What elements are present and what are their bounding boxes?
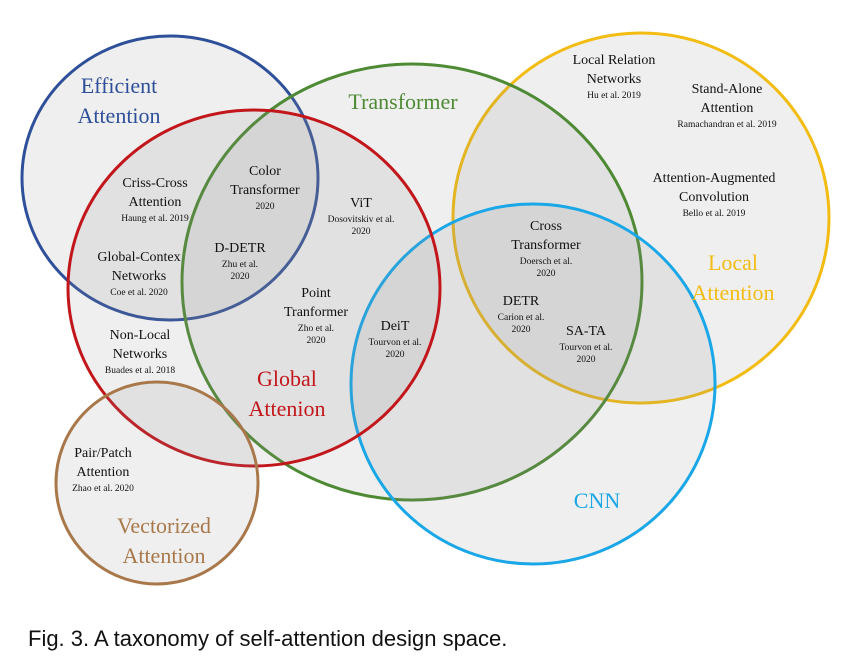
method-name: ViT: [350, 196, 372, 211]
method-citation: Tourvon et al.2020: [560, 343, 613, 365]
local-attention-circle: [451, 31, 831, 405]
method-name: DETR: [503, 294, 540, 309]
global-attention-circle: [66, 108, 442, 468]
method-citation: Zhao et al. 2020: [72, 484, 134, 494]
cnn-circle: [349, 202, 717, 566]
method-citation: Zho et al.2020: [298, 324, 334, 346]
method-citation: Tourvon et al.2020: [369, 338, 422, 360]
figure-caption: Fig. 3. A taxonomy of self-attention des…: [28, 626, 508, 651]
method-deit: DeiT Tourvon et al.2020: [369, 319, 422, 360]
method-citation: Hu et al. 2019: [587, 91, 641, 101]
method-sa-ta: SA-TA Tourvon et al.2020: [560, 324, 613, 365]
transformer-label: Transformer: [348, 89, 458, 114]
method-citation: Doersch et al.2020: [520, 257, 573, 279]
method-citation: Coe et al. 2020: [110, 288, 168, 298]
method-citation: Zhu et al.2020: [222, 260, 258, 282]
method-d-detr: D-DETR Zhu et al.2020: [214, 241, 266, 282]
transformer-circle: [180, 62, 644, 502]
method-citation: Ramachandran et al. 2019: [677, 120, 776, 130]
method-citation: Carion et al.2020: [498, 313, 545, 335]
method-detr: DETR Carion et al.2020: [498, 294, 545, 335]
efficient-attention-circle: [20, 34, 320, 322]
cnn-label: CNN: [574, 488, 621, 513]
method-name: D-DETR: [214, 241, 266, 256]
method-name: DeiT: [381, 319, 410, 334]
method-name: SA-TA: [566, 324, 607, 339]
method-citation: 2020: [256, 202, 275, 212]
method-citation: Dosovitskiv et al.2020: [328, 215, 395, 237]
method-citation: Bello et al. 2019: [683, 209, 746, 219]
method-vit: ViT Dosovitskiv et al.2020: [328, 196, 395, 237]
set-circles: [20, 31, 831, 586]
vectorized-attention-circle: [54, 380, 260, 586]
method-citation: Haung et al. 2019: [121, 214, 189, 224]
method-citation: Buades et al. 2018: [105, 366, 175, 376]
